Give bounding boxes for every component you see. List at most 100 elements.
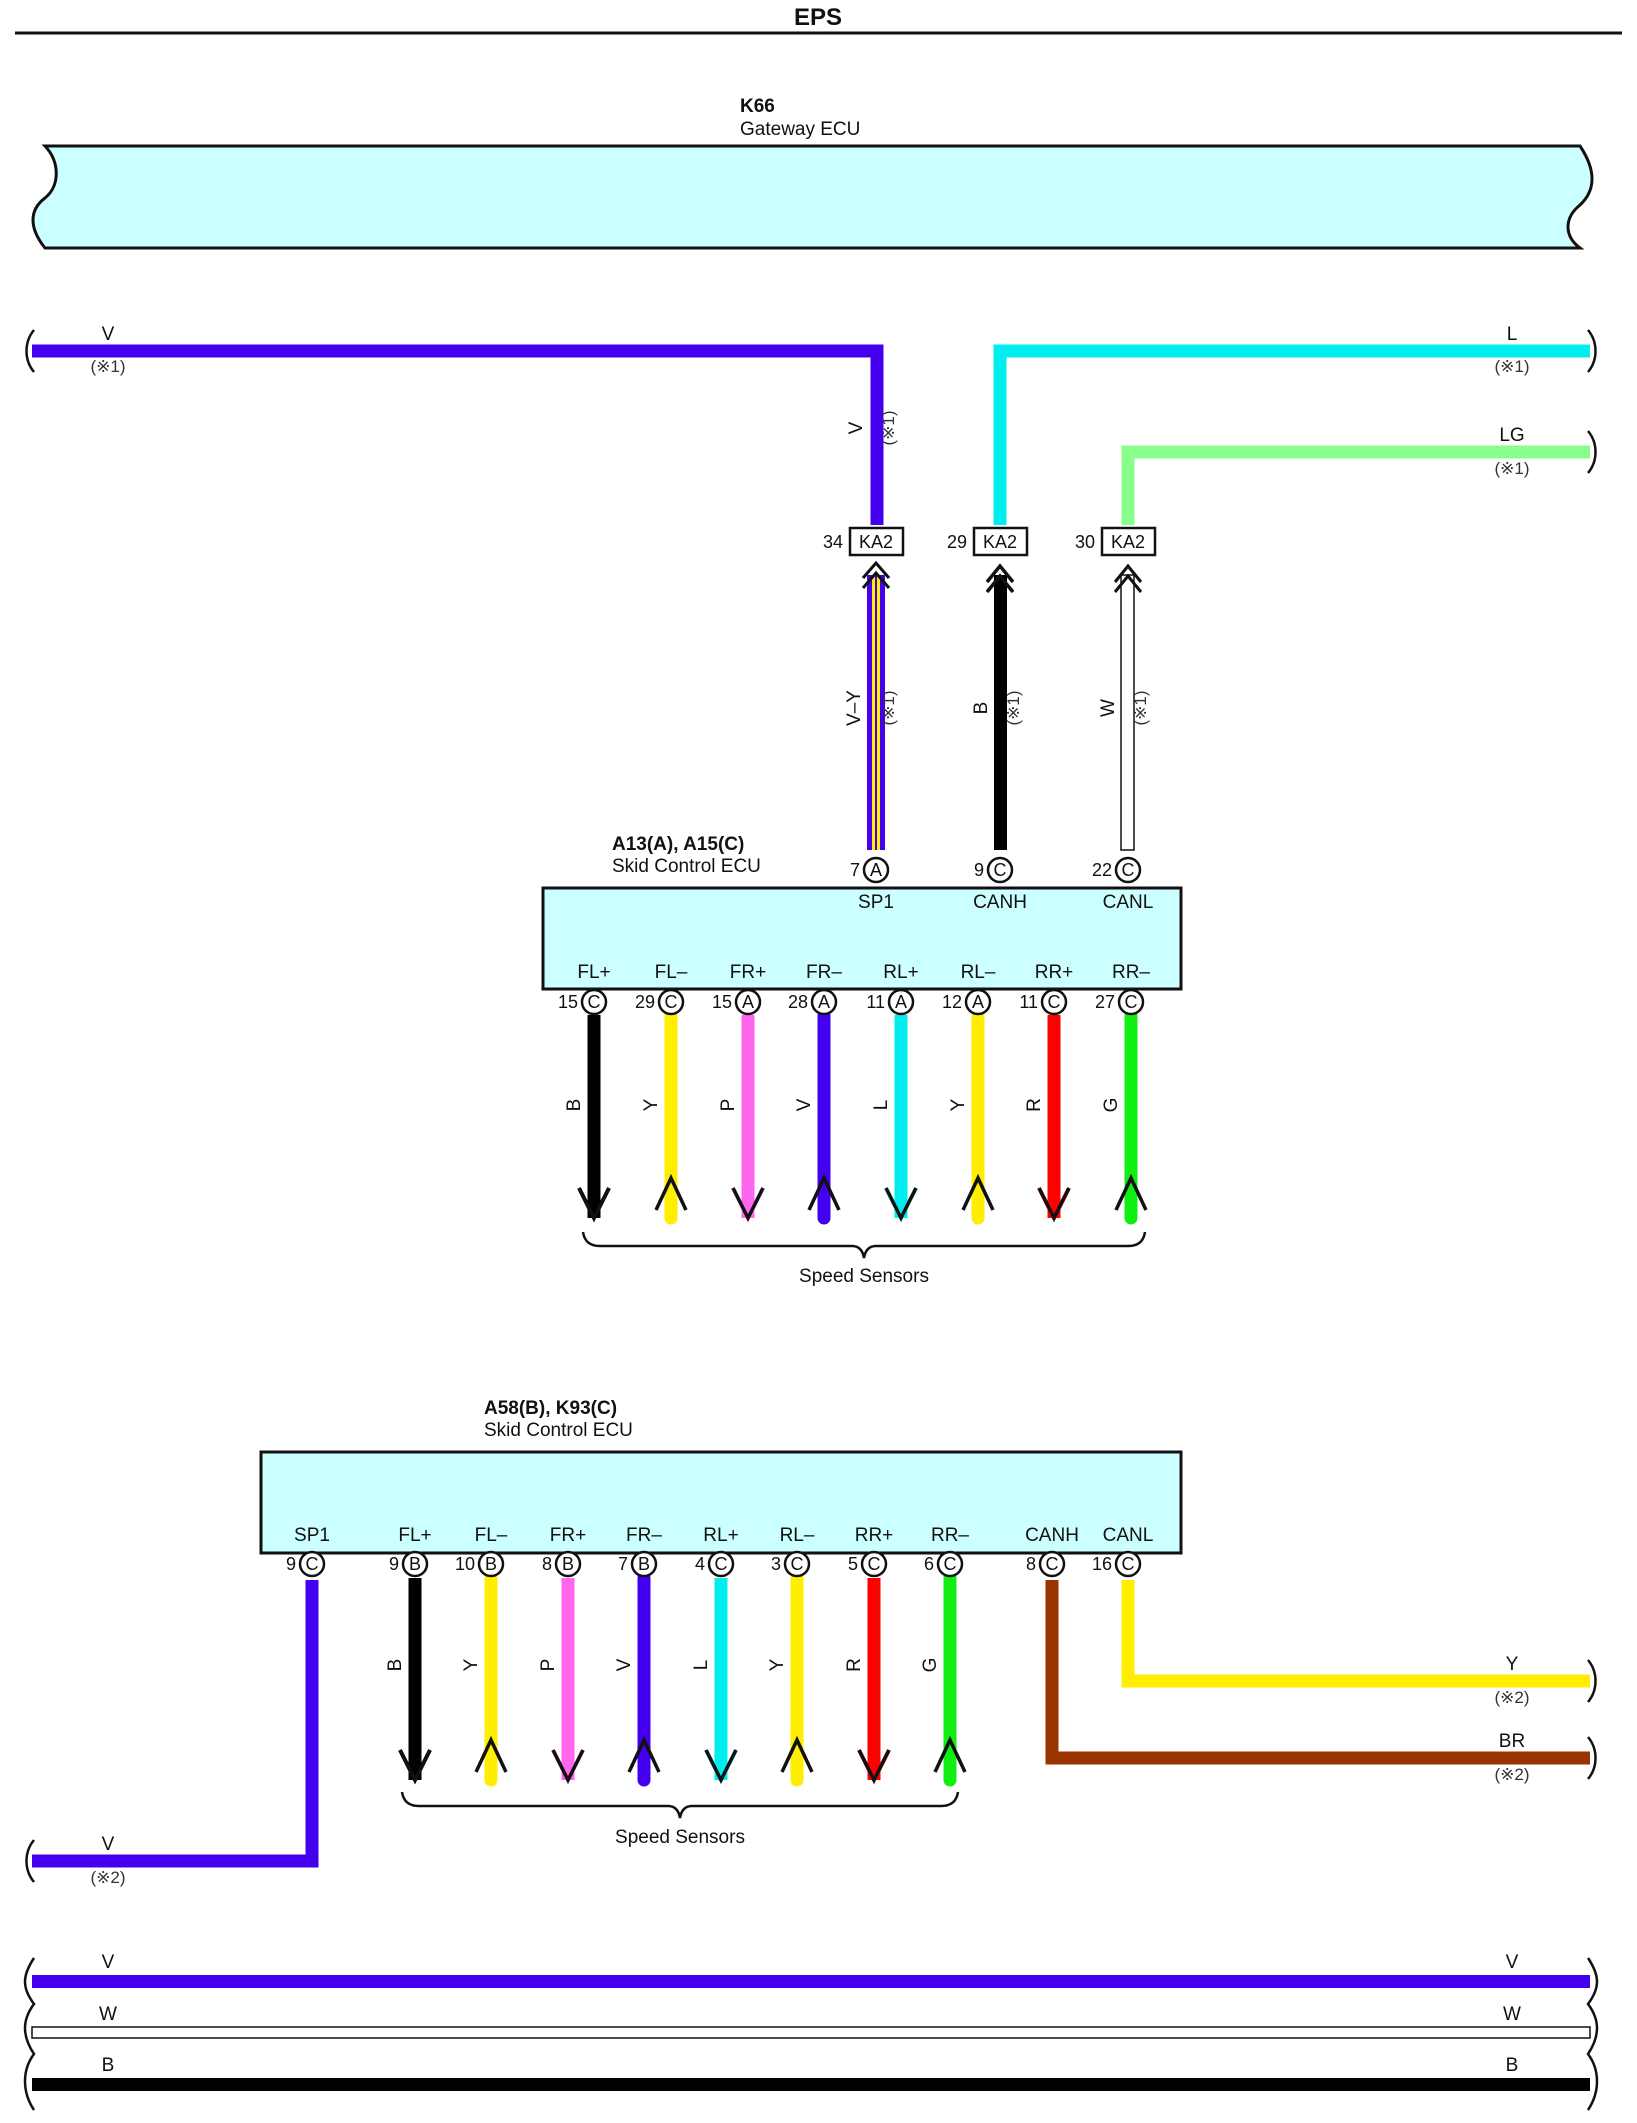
ecu1-top-pin-canl-circle [1114,856,1142,884]
wire-lg-top [1121,445,1590,525]
ecu2-pin-5-label: RL+ [703,1525,738,1546]
wire-w-can [1113,563,1143,851]
ecu1-code: A13(A), A15(C) [612,834,744,855]
ecu2-pin-2-conn: B [485,1554,497,1574]
ecu2-canl-num: 16 [1092,1554,1112,1574]
wire-label-y-canl: Y [1506,1654,1519,1675]
ecu2-pin-4-num: 7 [618,1554,628,1574]
ecu2-pin-1-num: 9 [389,1554,399,1574]
wire-br-canh [1045,1580,1590,1765]
wire-break-right-l [1587,329,1597,373]
ecu1-top-label-canh: CANH [973,892,1027,913]
speed-sensors-brace-2 [400,1791,960,1819]
gateway-name: Gateway ECU [740,119,860,140]
ecu1-top-pin-sp1-num: 7 [850,860,860,880]
ecu2-canh-label: CANH [1025,1525,1079,1546]
ecu2-pin-3-wire-label: P [538,1659,559,1672]
ecu1-pin-7-num: 11 [1019,992,1038,1012]
ecu2-name: Skid Control ECU [484,1420,633,1441]
ka2-connector-30: 30 KA2 [1075,526,1157,557]
ecu1-pin-4-wire-label: V [794,1098,815,1111]
ecu1-pin-6-label: RL– [961,962,996,983]
ecu1-pin-8-conn: C [1125,992,1138,1012]
ka2-pin-29: 29 [947,532,967,552]
ecu1-pin-1-num: 15 [558,992,578,1012]
ecu1-pin-6-conn: A [972,992,984,1012]
ka2-name-34: KA2 [859,532,893,552]
ecu1-bottom-pins: FL+C15BFL–C29YFR+A15PFR–A28VRL+A11LRL–A1… [558,962,1150,1225]
ecu2-pin-6-circle [783,1550,811,1578]
wire-break-right-br [1587,1736,1597,1780]
ecu2-pin-3-circle [554,1550,582,1578]
wire-note-w-can: (※1) [1131,690,1150,725]
ecu1-pin-3-wire-arrow [731,1187,765,1222]
wire-note-l: (※1) [1494,357,1529,376]
wire-note-br-canh: (※2) [1494,1765,1529,1784]
ecu1-pin-4-circle [810,988,838,1016]
ecu2-pin-6-wire-arrow [780,1735,814,1773]
ecu2-pin-7-label: RR+ [855,1525,894,1546]
ecu1-pin-8-label: RR– [1112,962,1150,983]
ecu1-pin-3-circle [734,988,762,1016]
wire-label-lg: LG [1499,425,1524,446]
wire-label-br-canh: BR [1499,1731,1525,1752]
ecu2-pin-5-circle [707,1550,735,1578]
ecu1-pin-5-wire-label: L [871,1100,892,1111]
ecu2-pin-4-wire-arrow [627,1735,661,1773]
ecu1-pin-4-wire-arrow [807,1173,841,1211]
ecu1-pin-2-conn: C [665,992,678,1012]
ecu2-pin-8-circle [936,1550,964,1578]
ecu2-canl-circle [1114,1550,1142,1578]
ecu2-pin-6-wire-label: Y [767,1658,788,1671]
ecu2-canl-label: CANL [1103,1525,1154,1546]
ecu2-pin-8-num: 6 [924,1554,934,1574]
gateway-code: K66 [740,96,775,117]
ecu1-pin-7-wire-arrow [1037,1187,1071,1222]
bottom-bus [23,1957,1599,2111]
ecu2-canl-conn: C [1122,1554,1135,1574]
ecu1-box [541,886,1183,991]
ecu1-pin-7-wire-label: R [1024,1098,1045,1112]
ka2-connector-29: 29 KA2 [947,526,1029,557]
ecu2-pin-6-conn: C [791,1554,804,1574]
ecu2-pin-3-wire-arrow [551,1749,585,1784]
ecu1-top-label-sp1: SP1 [858,892,894,913]
ecu2-sp1-circle [298,1550,326,1578]
wire-label-v-vert: V [846,421,867,434]
ecu2-box [259,1450,1183,1555]
ecu1-pin-2-label: FL– [655,962,688,983]
ecu2-sp1-conn: C [306,1554,319,1574]
ecu2-pin-5-conn: C [715,1554,728,1574]
ecu2-sp1-num: 9 [286,1554,296,1574]
ecu1-pin-1-label: FL+ [577,962,610,983]
ecu2-pin-2-label: FL– [475,1525,508,1546]
ecu1-top-pin-canh-num: 9 [974,860,984,880]
ecu1-pin-1-conn: C [588,992,601,1012]
ka2-name-29: KA2 [983,532,1017,552]
ecu1-pin-2-circle [657,988,685,1016]
bus-w-right: W [1503,2004,1521,2025]
wire-note-b-can: (※1) [1004,690,1023,725]
ecu2-pin-1-wire-label: B [385,1659,406,1672]
ecu2-pin-6-label: RL– [780,1525,815,1546]
ecu1-pin-6-wire-label: Y [948,1098,969,1111]
bus-w-left: W [99,2004,117,2025]
bus-v-right: V [1506,1952,1519,1973]
wire-note-y-canl: (※2) [1494,1688,1529,1707]
wire-note-v-vert: (※1) [879,410,898,445]
ecu1-top-pin-canh-circle [986,856,1014,884]
ecu2-pin-2-num: 10 [455,1554,475,1574]
ecu1-top-pin-canl-num: 22 [1092,860,1112,880]
ecu1-pin-1-wire-arrow [577,1187,611,1222]
ecu2-pin-3-conn: B [562,1554,574,1574]
wire-v-y [861,560,891,850]
wire-v-top [32,344,884,525]
bus-b-right: B [1506,2055,1519,2076]
wire-note-v-left: (※1) [90,357,125,376]
ecu1-top-pin-canh-conn: C [994,860,1007,880]
bus-v-left: V [102,1952,115,1973]
ecu2-pin-8-label: RR– [931,1525,969,1546]
ecu1-pin-8-wire-arrow [1114,1173,1148,1211]
ecu1-pin-7-label: RR+ [1035,962,1074,983]
